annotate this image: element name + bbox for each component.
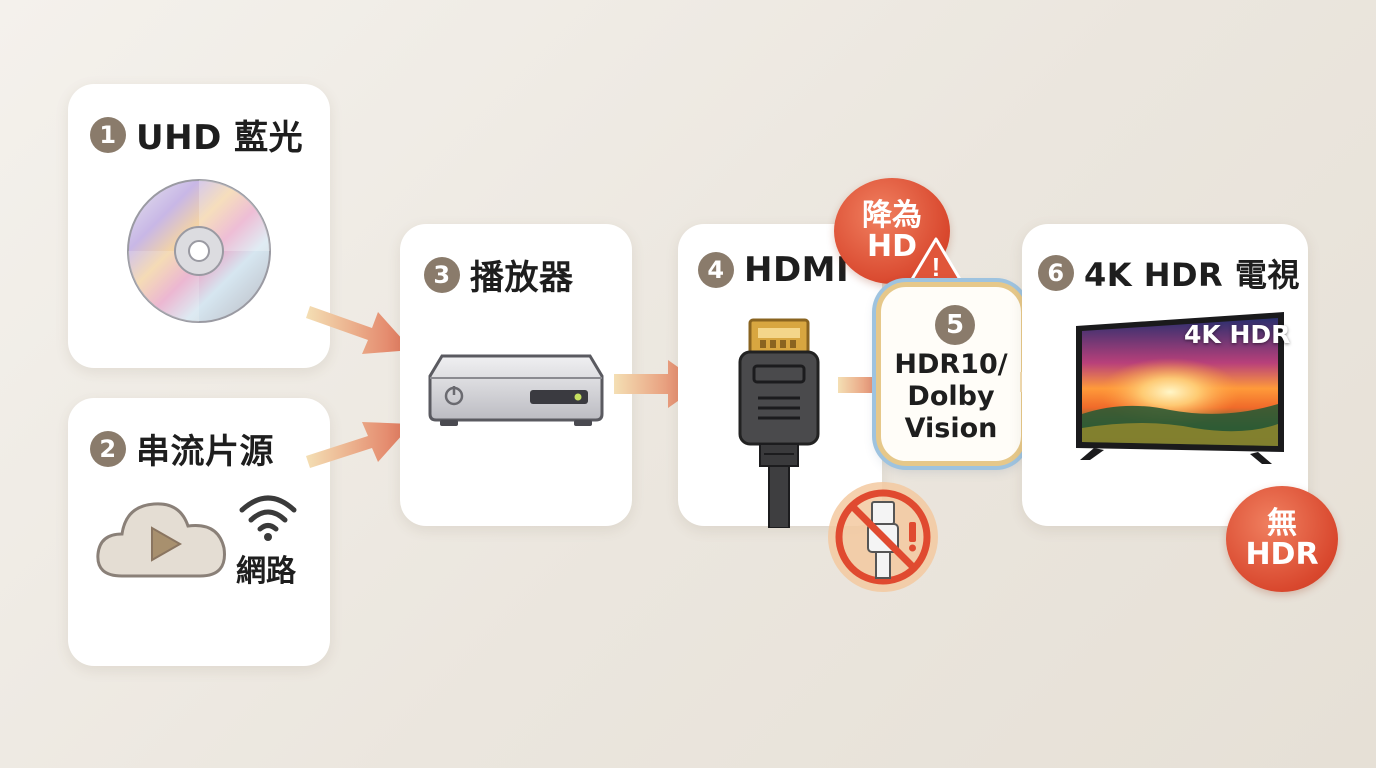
arrow-bluray-to-player xyxy=(306,306,412,354)
card-hdmi: 4 HDMI xyxy=(678,224,882,528)
hdr-line-1: HDR10/ xyxy=(894,349,1008,380)
wifi-icon xyxy=(239,495,297,541)
card-streaming-source: 2 串流片源 xyxy=(68,398,330,666)
arrow-hdmi-to-hdr xyxy=(838,377,888,393)
step-number-3: 3 xyxy=(424,256,460,293)
step-number-6: 6 xyxy=(1038,255,1074,291)
bluray-disc-icon xyxy=(127,179,271,323)
no-hdr-line-2: HDR xyxy=(1245,537,1319,572)
no-hdr-badge: 無 HDR xyxy=(1226,486,1338,592)
prohibited-cable-icon xyxy=(828,482,938,592)
cloud-play-icon xyxy=(96,502,226,578)
card-title-uhd-bluray: 1 UHD 藍光 xyxy=(90,110,303,159)
step-number-1: 1 xyxy=(90,116,126,153)
no-hdr-line-1: 無 xyxy=(1267,505,1297,541)
card-title-streaming: 2 串流片源 xyxy=(90,424,274,473)
hdr-format-box: 5 HDR10/ Dolby Vision xyxy=(876,282,1026,466)
hdr-line-2: Dolby xyxy=(907,381,995,412)
tv-screen-label: 4K HDR xyxy=(1184,320,1291,349)
step-number-5: 5 xyxy=(935,305,975,345)
hdr-format-text: HDR10/ Dolby Vision xyxy=(881,349,1021,445)
label-4k-hdr-tv: 4K HDR 電視 xyxy=(1084,256,1300,294)
card-title-hdmi: 4 HDMI xyxy=(698,250,849,290)
step-number-2: 2 xyxy=(90,430,126,467)
downgrade-line-2: HD xyxy=(866,229,917,264)
label-streaming-source: 串流片源 xyxy=(136,432,274,472)
arrow-streaming-to-player xyxy=(306,422,412,468)
label-uhd-bluray: UHD 藍光 xyxy=(136,118,304,158)
card-title-tv: 6 4K HDR 電視 xyxy=(1038,250,1300,296)
label-player: 播放器 xyxy=(470,258,574,298)
card-uhd-bluray: 1 UHD 藍光 xyxy=(68,84,330,368)
television-icon xyxy=(1076,312,1284,464)
card-title-player: 3 播放器 xyxy=(424,250,574,299)
downgrade-line-1: 降為 xyxy=(862,197,922,233)
hdmi-cable-icon xyxy=(738,318,820,528)
warning-triangle-icon: ! xyxy=(909,237,963,283)
media-player-icon xyxy=(428,354,604,426)
hdr-line-3: Vision xyxy=(904,413,998,444)
label-hdmi: HDMI xyxy=(744,250,850,290)
card-player: 3 播放器 xyxy=(400,224,632,526)
step-number-4: 4 xyxy=(698,252,734,288)
warning-exclamation: ! xyxy=(932,252,941,282)
network-label: 網路 xyxy=(236,554,296,589)
